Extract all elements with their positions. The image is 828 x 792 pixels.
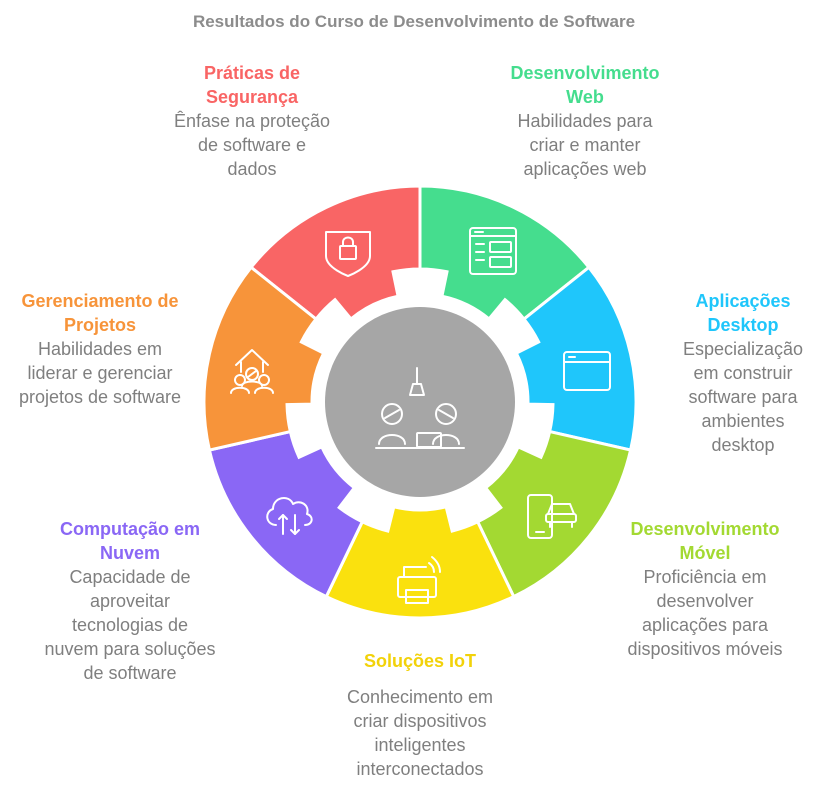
web-layout-icon	[469, 227, 517, 275]
label-movel: Desenvolvimento Móvel Proficiência em de…	[620, 517, 790, 661]
label-seguranca: Práticas de Segurança Ênfase na proteção…	[172, 61, 332, 181]
printer-wifi-icon	[397, 556, 441, 604]
label-iot-description: Conhecimento em criar dispositivos intel…	[346, 687, 494, 779]
shield-lock-icon	[325, 231, 371, 277]
team-growth-icon	[230, 349, 274, 394]
label-projetos: Gerenciamento de Projetos Habilidades em…	[12, 289, 188, 409]
label-seguranca-title: Práticas de Segurança	[203, 63, 301, 107]
label-nuvem: Computação em Nuvem Capacidade de aprove…	[44, 517, 216, 685]
label-nuvem-title: Computação em Nuvem	[59, 519, 201, 563]
label-movel-title: Desenvolvimento Móvel	[630, 519, 780, 563]
label-nuvem-description: Capacidade de aproveitar tecnologias de …	[44, 567, 216, 683]
label-desktop: Aplicações Desktop Especialização em con…	[670, 289, 816, 457]
segment-projetos	[202, 265, 326, 452]
wheel-segments	[202, 184, 638, 620]
page-title: Resultados do Curso de Desenvolvimento d…	[192, 12, 636, 31]
label-projetos-description: Habilidades em liderar e gerenciar proje…	[18, 339, 182, 407]
developers-icon	[375, 367, 465, 449]
label-web-description: Habilidades para criar e manter aplicaçõ…	[517, 111, 653, 179]
label-web-title: Desenvolvimento Web	[510, 63, 660, 107]
label-iot: Soluções IoT Conhecimento em criar dispo…	[327, 649, 513, 781]
window-icon	[563, 351, 611, 391]
label-seguranca-description: Ênfase na proteção de software e dados	[173, 111, 331, 179]
phone-car-icon	[527, 494, 577, 539]
label-iot-title: Soluções IoT	[363, 651, 477, 671]
label-desktop-title: Aplicações Desktop	[695, 291, 791, 335]
center-circle	[325, 307, 515, 497]
label-desktop-description: Especialização em construir software par…	[682, 339, 804, 455]
segment-nuvem	[207, 429, 365, 599]
label-web: Desenvolvimento Web Habilidades para cri…	[501, 61, 669, 181]
cloud-transfer-icon	[266, 497, 313, 535]
label-movel-description: Proficiência em desenvolver aplicações p…	[627, 567, 783, 659]
segment-desktop	[514, 265, 638, 452]
segment-seguranca	[249, 184, 422, 322]
segment-iot	[324, 504, 516, 620]
label-projetos-title: Gerenciamento de Projetos	[21, 291, 179, 335]
